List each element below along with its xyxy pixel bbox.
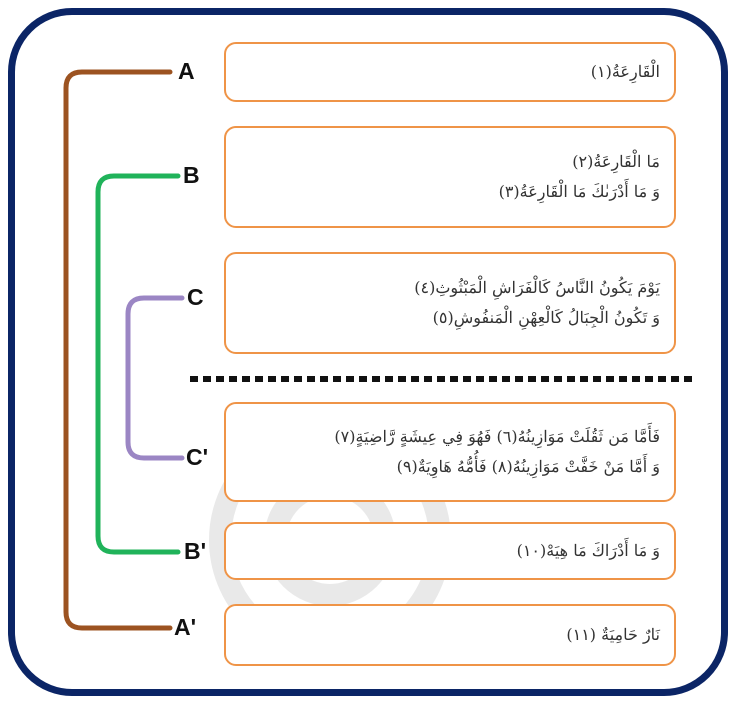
- verse-line: وَ تَكُونُ الْجِبَالُ كَالْعِهْنِ الْمَن…: [432, 308, 660, 327]
- verse-line: وَ أَمَّا مَنْ خَفَّتْ مَوَازِينُهُ(٨) ف…: [396, 457, 660, 476]
- label-a: A: [178, 58, 195, 84]
- verse-line: يَوْمَ يَكُونُ النَّاسُ كَالْفَرَاشِ الْ…: [414, 277, 660, 297]
- label-a-prime: A': [174, 614, 197, 640]
- verse-box-a: الْقَارِعَةُ(١): [224, 42, 676, 102]
- verse-line: وَ مَا أَدْرَاكَ مَا هِيَهْ(١٠): [516, 540, 660, 560]
- bracket-b: [95, 173, 181, 555]
- verse-box-c: يَوْمَ يَكُونُ النَّاسُ كَالْفَرَاشِ الْ…: [224, 252, 676, 354]
- verse-box-a-prime: نَارٌ حَامِيَةٌ (١١): [224, 604, 676, 666]
- label-b: B: [183, 162, 200, 188]
- label-b-prime: B': [184, 538, 207, 564]
- bracket-a: [63, 69, 173, 631]
- verse-line: الْقَارِعَةُ(١): [590, 61, 660, 81]
- verse-box-b: مَا الْقَارِعَةُ(٢) وَ مَا أَدْرَىٰكَ مَ…: [224, 126, 676, 228]
- bracket-c: [125, 295, 185, 461]
- verse-line: مَا الْقَارِعَةُ(٢): [572, 151, 660, 171]
- verse-line: نَارٌ حَامِيَةٌ (١١): [566, 624, 660, 644]
- verse-line: وَ مَا أَدْرَىٰكَ مَا الْقَارِعَةُ(٣): [498, 182, 660, 201]
- label-c: C: [187, 284, 204, 310]
- verse-box-c-prime: فَأَمَّا مَن ثَقُلَتْ مَوَازِينُهُ(٦) فَ…: [224, 402, 676, 502]
- verse-line: فَأَمَّا مَن ثَقُلَتْ مَوَازِينُهُ(٦) فَ…: [334, 426, 660, 446]
- verse-box-b-prime: وَ مَا أَدْرَاكَ مَا هِيَهْ(١٠): [224, 522, 676, 580]
- label-c-prime: C': [186, 444, 209, 470]
